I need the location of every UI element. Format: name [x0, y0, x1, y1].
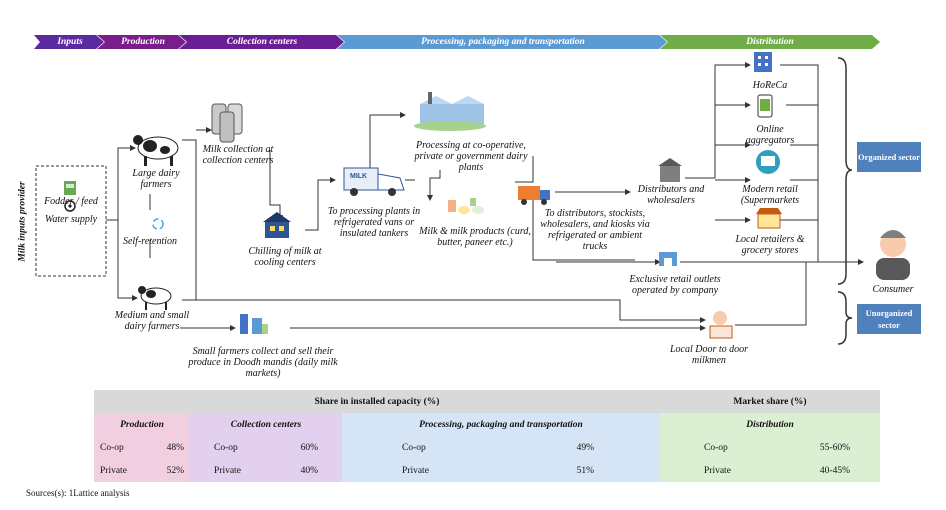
milkman-icon [709, 311, 733, 339]
table-cell: Co-op [402, 442, 426, 453]
warehouse-icon [658, 158, 682, 182]
consumer-label: Consumer [872, 284, 914, 295]
online-label: Online aggregators [745, 124, 795, 146]
stage-distribution-chevron [660, 35, 880, 49]
vans-label: To processing plants in refrigerated van… [327, 206, 421, 239]
delivery-truck-icon [518, 186, 550, 205]
market-share-header: Market share (%) [660, 390, 880, 413]
water-supply-icon [64, 200, 76, 212]
stage-production: Production [121, 37, 165, 47]
table-row: Co-op 48% Co-op 60% Co-op 49% Co-op 55-60% [94, 436, 880, 459]
source-note: Sources(s): 1Lattice analysis [26, 488, 130, 498]
milk-collection-label: Milk collection at collection centers [202, 144, 274, 166]
table-cell: 60% [300, 442, 318, 453]
stage-processing: Processing, packaging and transportation [421, 37, 585, 47]
self-retention-label: Self-retention [122, 236, 178, 247]
stage-collection: Collection centers [226, 37, 298, 47]
installed-capacity-header: Share in installed capacity (%) [94, 390, 660, 413]
table-col-production: Production [94, 413, 190, 436]
fodder-label: Fodder / feed [44, 196, 98, 207]
trucks-label: To distributors, stockists, wholesalers,… [540, 208, 650, 252]
share-table: Share in installed capacity (%) Market s… [94, 390, 880, 482]
table-cell: Private [402, 465, 429, 476]
milk-products-label: Milk & milk products (curd, butter, pane… [419, 226, 531, 248]
inputs-provider-title: Milk inputs provider [17, 181, 28, 262]
table-cell: 40-45% [819, 465, 850, 476]
large-farmers-label: Large dairy farmers [132, 168, 180, 190]
horeca-label: HoReCa [752, 80, 788, 91]
organized-brace [837, 57, 853, 285]
unorganized-brace [837, 291, 853, 345]
dairy-plants-label: Processing at co-operative, private or g… [414, 140, 528, 173]
milk-products-icon [448, 198, 484, 214]
milk-van-icon [343, 167, 405, 196]
local-retail-icon [756, 208, 782, 229]
table-cell: Private [214, 465, 241, 476]
table-cell: Co-op [100, 442, 124, 453]
exclusive-outlet-icon [659, 252, 677, 266]
stage-processing-chevron [337, 35, 667, 49]
van-milk-text: MILK [350, 173, 368, 180]
cow-large-icon [133, 135, 179, 166]
local-retail-label: Local retailers & grocery stores [735, 234, 805, 256]
table-cell: 55-60% [819, 442, 850, 453]
arrowheads [130, 62, 864, 331]
flow-lines [106, 64, 858, 329]
organized-sector-tag: Organized sector [857, 142, 921, 172]
self-retention-icon [152, 218, 164, 230]
table-col-distribution: Distribution [660, 413, 880, 436]
doortodoor-label: Local Door to door milkmen [669, 344, 749, 366]
table-cell: 51% [576, 465, 594, 476]
fodder-icon [64, 181, 76, 195]
stage-production-chevron [97, 35, 186, 49]
stage-inputs-chevron [34, 35, 104, 49]
water-supply-label: Water supply [44, 214, 98, 225]
table-cell: 49% [576, 442, 594, 453]
table-cell: Private [100, 465, 127, 476]
consumer-icon [876, 230, 910, 280]
modern-retail-label: Modern retail (Supermarkets [740, 184, 800, 206]
stage-distribution: Distribution [746, 37, 794, 47]
cow-small-icon [138, 286, 172, 310]
exclusive-outlets-label: Exclusive retail outlets operated by com… [629, 274, 721, 296]
modern-retail-icon [756, 150, 780, 174]
table-cell: 48% [166, 442, 184, 453]
table-cell: Co-op [214, 442, 238, 453]
medium-farmers-label: Medium and small dairy farmers [114, 310, 190, 332]
table-row: Private 52% Private 40% Private 51% Private… [94, 459, 880, 482]
chilling-label: Chilling of milk at cooling centers [248, 246, 322, 268]
mandi-label: Small farmers collect and sell their pro… [188, 346, 338, 379]
stage-collection-chevron [179, 35, 344, 49]
table-col-processing: Processing, packaging and transportation [342, 413, 660, 436]
unorganized-sector-tag: Unorganized sector [857, 304, 921, 334]
stage-inputs: Inputs [57, 37, 83, 47]
table-cell: 40% [300, 465, 318, 476]
dairy-plant-icon [414, 92, 486, 131]
inputs-box [35, 165, 107, 277]
table-cell: 52% [166, 465, 184, 476]
cooling-center-icon [263, 212, 291, 238]
horeca-icon [754, 52, 772, 72]
table-cell: Private [704, 465, 731, 476]
table-cell: Co-op [704, 442, 728, 453]
distributors-label: Distributors and wholesalers [637, 184, 705, 206]
table-col-collection: Collection centers [190, 413, 342, 436]
online-aggregator-icon [757, 94, 773, 118]
milk-cans-icon [211, 103, 243, 143]
doodh-mandi-icon [240, 314, 268, 334]
